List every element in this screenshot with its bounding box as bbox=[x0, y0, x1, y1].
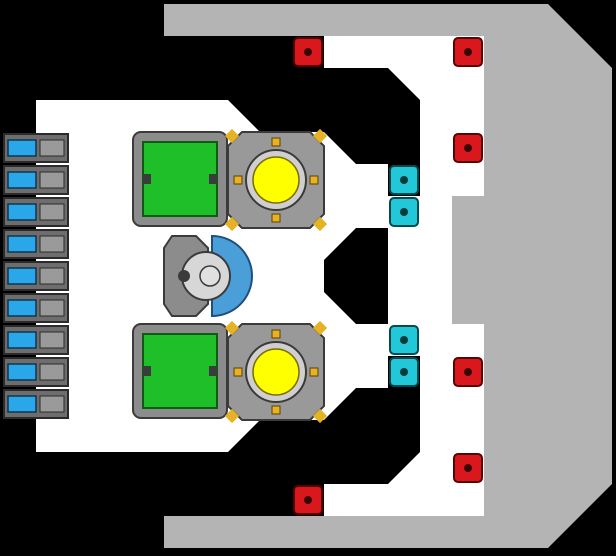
outer-hull bbox=[164, 4, 612, 548]
red-hardpoint-icon[interactable] bbox=[453, 453, 483, 483]
red-hardpoint-icon[interactable] bbox=[293, 37, 323, 67]
red-hardpoint-icon[interactable] bbox=[453, 133, 483, 163]
battery-bank bbox=[3, 133, 69, 419]
turret-icon[interactable] bbox=[163, 234, 253, 318]
cyan-connector-icon[interactable] bbox=[389, 325, 419, 355]
battery-cell-icon[interactable] bbox=[3, 133, 69, 163]
green-module-icon[interactable] bbox=[132, 131, 228, 227]
green-module-icon[interactable] bbox=[132, 323, 228, 419]
reactor-group bbox=[224, 128, 328, 424]
hardpoint-group bbox=[293, 37, 483, 515]
red-hardpoint-icon[interactable] bbox=[453, 37, 483, 67]
cyan-connector-icon[interactable] bbox=[389, 357, 419, 387]
battery-cell-icon[interactable] bbox=[3, 325, 69, 355]
red-hardpoint-icon[interactable] bbox=[453, 357, 483, 387]
battery-cell-icon[interactable] bbox=[3, 229, 69, 259]
reactor-core-icon[interactable] bbox=[224, 320, 328, 424]
battery-cell-icon[interactable] bbox=[3, 197, 69, 227]
module-group bbox=[132, 131, 228, 419]
battery-cell-icon[interactable] bbox=[3, 261, 69, 291]
battery-cell-icon[interactable] bbox=[3, 389, 69, 419]
battery-cell-icon[interactable] bbox=[3, 357, 69, 387]
cyan-connector-icon[interactable] bbox=[389, 197, 419, 227]
red-hardpoint-icon[interactable] bbox=[293, 485, 323, 515]
inner-floor bbox=[324, 36, 484, 516]
battery-cell-icon[interactable] bbox=[3, 293, 69, 323]
reactor-core-icon[interactable] bbox=[224, 128, 328, 232]
battery-cell-icon[interactable] bbox=[3, 165, 69, 195]
cyan-connector-icon[interactable] bbox=[389, 165, 419, 195]
